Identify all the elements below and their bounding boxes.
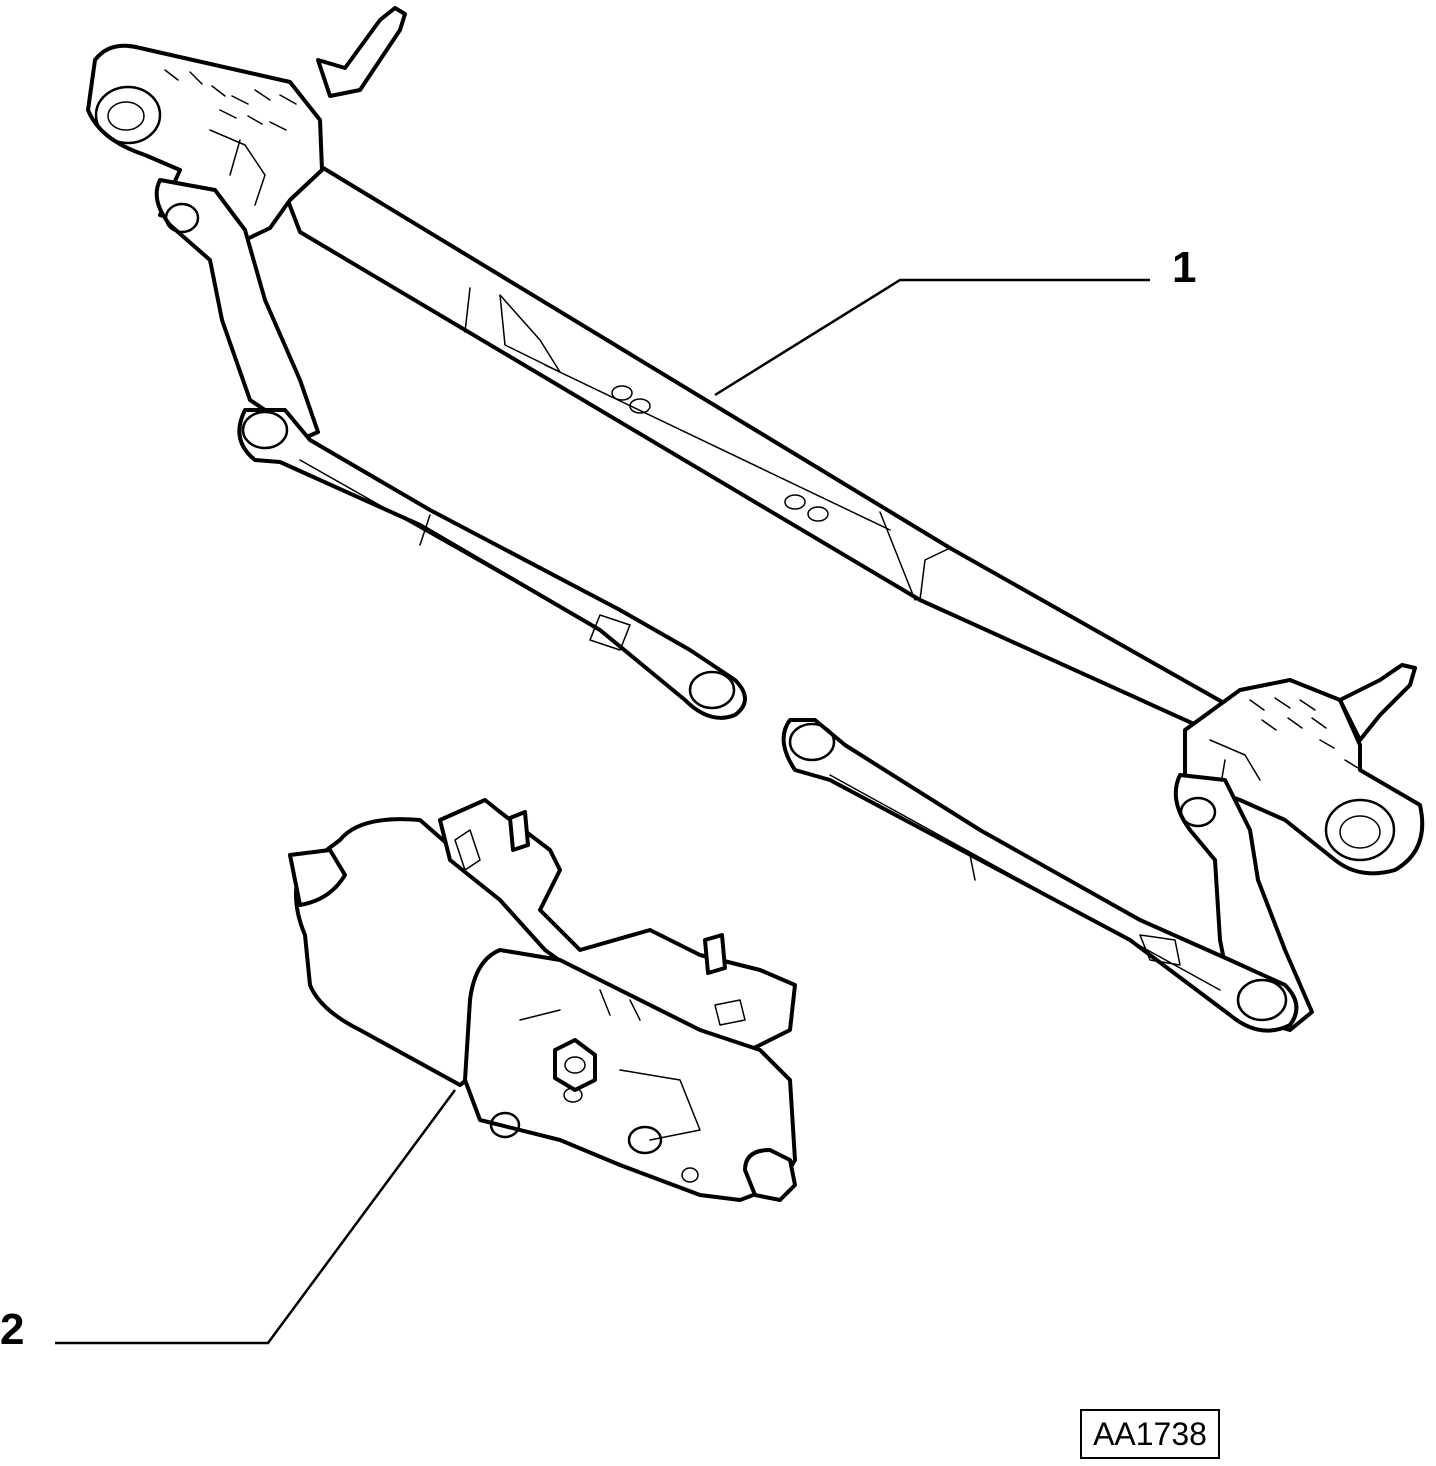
right-crank-lever: [1173, 773, 1314, 1032]
left-push-rod: [237, 408, 747, 720]
callout-number-2: 2: [0, 1305, 25, 1354]
mounting-bolt-hole: [489, 1111, 521, 1139]
right-pivot-housing: [1183, 678, 1425, 876]
connector-stub: [743, 1148, 797, 1202]
right-push-rod: [781, 718, 1299, 1033]
leader-line-1: [714, 278, 1150, 397]
left-crank-lever: [154, 178, 320, 442]
right-drive-spindle: [1338, 663, 1417, 742]
callout-number-1: 1: [1172, 243, 1197, 292]
bracket-pin-top: [508, 810, 530, 852]
leader-line-2: [55, 1089, 457, 1345]
wiper-linkage-assembly: [86, 6, 1425, 1033]
output-shaft-nut: [553, 1038, 597, 1092]
mounting-bracket: [438, 798, 797, 1052]
motor-end-cap: [288, 848, 347, 907]
bracket-pin-right: [703, 933, 727, 975]
linkage-main-tube: [278, 158, 1242, 740]
reference-code-box: AA1738: [1080, 1409, 1220, 1459]
left-drive-spindle: [316, 6, 407, 98]
wiper-motor: [288, 798, 797, 1202]
